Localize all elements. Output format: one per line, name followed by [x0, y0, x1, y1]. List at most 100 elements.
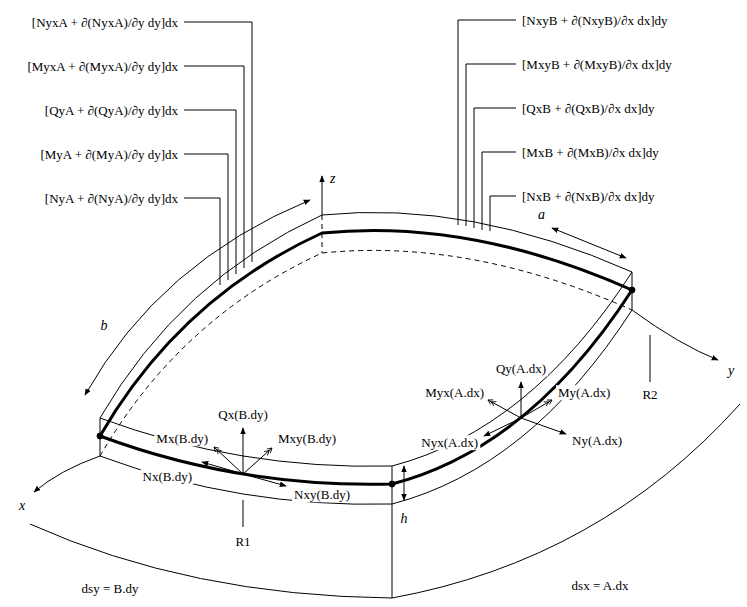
resultant-expression-text: [MyA + ∂(MyA)/∂y dy]dx: [38, 147, 180, 162]
moment-label: Mxy(B.dy): [276, 429, 338, 447]
arc-length-label: dsy = B.dy: [80, 579, 141, 597]
arc-length-label-text: dsy = B.dy: [80, 581, 141, 596]
resultant-expression: [QyA + ∂(QyA)/∂y dy]dx: [43, 101, 180, 119]
force-arrow: [484, 418, 521, 436]
arc-length-label-text: dsx = A.dx: [570, 578, 631, 593]
leader-line: [184, 66, 244, 268]
moment-label: Myx(A.dx): [423, 383, 486, 401]
axis-label-text: z: [328, 171, 337, 186]
force-label: Nyx(A.dx): [419, 433, 480, 451]
leader-line: [458, 20, 516, 225]
resultant-expression-text: [NxyB + ∂(NxyB)/∂x dx]dy: [520, 13, 669, 28]
y-axis: [632, 310, 718, 360]
radius-label-text: R1: [233, 534, 252, 549]
resultant-expression-text: [NyxA + ∂(NyxA)/∂y dy]dx: [30, 15, 180, 30]
force-label: Nxy(B.dy): [292, 485, 352, 503]
leader-line: [490, 196, 516, 231]
axis-label: x: [17, 496, 27, 514]
resultant-expression: [MxyB + ∂(MxyB)/∂x dx]dy: [520, 55, 674, 73]
moment-label: Mx(B.dy): [154, 429, 210, 447]
resultant-expression-text: [MxyB + ∂(MxyB)/∂x dx]dy: [520, 57, 674, 72]
axis-label-text: x: [17, 498, 27, 513]
dimension-label-text: h: [399, 511, 410, 526]
leader-line: [184, 22, 252, 262]
dimension-label: a: [536, 205, 547, 223]
arc-length-label: dsx = A.dx: [570, 576, 631, 594]
resultant-expression-text: [QxB + ∂(QxB)/∂x dx]dy: [520, 101, 656, 116]
leader-line: [474, 108, 516, 228]
force-label-text: Qx(B.dy): [216, 407, 269, 422]
resultant-expression: [NxB + ∂(NxB)/∂x dx]dy: [520, 187, 656, 205]
leader-line: [482, 152, 516, 230]
vertical-edge: [100, 272, 632, 504]
z-axis: [322, 176, 323, 215]
force-label-text: Qy(A.dx): [494, 361, 548, 376]
corner-dot: [389, 481, 395, 487]
force-arrow: [243, 428, 244, 474]
force-arrow: [521, 382, 522, 418]
corner-dot: [97, 433, 103, 439]
radius-line: [243, 500, 244, 527]
force-label: Qx(B.dy): [216, 405, 269, 423]
resultant-expression: [QxB + ∂(QxB)/∂x dx]dy: [520, 99, 656, 117]
leader-line: [184, 154, 228, 280]
dimension-label-text: b: [99, 318, 110, 333]
moment-label-text: Mx(B.dy): [154, 431, 210, 446]
resultant-expression-text: [MxB + ∂(MxB)/∂x dx]dy: [520, 145, 661, 160]
force-label-text: Nx(B.dy): [141, 469, 194, 484]
moment-arrow: [521, 400, 552, 418]
dimension-label: h: [399, 509, 410, 527]
resultant-expression-text: [MyxA + ∂(MyxA)/∂y dy]dx: [25, 59, 180, 74]
resultant-expression: [MyxA + ∂(MyxA)/∂y dy]dx: [25, 57, 180, 75]
resultant-expression: [NyA + ∂(NyA)/∂y dy]dx: [43, 189, 180, 207]
axis-label-text: y: [726, 363, 736, 378]
moment-label-text: Mxy(B.dy): [276, 431, 338, 446]
moment-label: My(A.dx): [556, 383, 612, 401]
middle-surface: [100, 230, 632, 436]
radius-label: R1: [233, 532, 252, 550]
dimension-label-text: a: [536, 207, 547, 222]
resultant-expression-text: [NxB + ∂(NxB)/∂x dx]dy: [520, 189, 656, 204]
dimension-a: [552, 228, 626, 258]
moment-label-text: My(A.dx): [556, 385, 612, 400]
axis-label: y: [726, 361, 736, 379]
radius-label-text: R2: [640, 387, 659, 402]
hidden-edge: [100, 250, 632, 456]
moment-arrow: [488, 400, 521, 418]
force-label: Ny(A.dx): [570, 431, 624, 449]
force-label-text: Nxy(B.dy): [292, 487, 352, 502]
radius-line: [650, 335, 651, 382]
coordinate-line: [392, 404, 740, 598]
dimension-label: b: [99, 316, 110, 334]
resultant-expression-text: [QyA + ∂(QyA)/∂y dy]dx: [43, 103, 180, 118]
moment-arrow: [214, 447, 243, 474]
dimension-b: [85, 200, 310, 395]
top-surface: [100, 212, 632, 466]
axis-label: z: [328, 169, 337, 187]
leader-line: [184, 198, 220, 285]
force-arrow: [243, 474, 286, 486]
resultant-expression: [NyxA + ∂(NyxA)/∂y dy]dx: [30, 13, 180, 31]
force-arrow: [521, 418, 566, 434]
coordinate-line: [392, 504, 393, 598]
resultant-expression: [MxB + ∂(MxB)/∂x dx]dy: [520, 143, 661, 161]
resultant-expression-text: [NyA + ∂(NyA)/∂y dy]dx: [43, 191, 180, 206]
coordinate-line: [30, 524, 392, 598]
resultant-expression: [MyA + ∂(MyA)/∂y dy]dx: [38, 145, 180, 163]
resultant-expression: [NxyB + ∂(NxyB)/∂x dx]dy: [520, 11, 669, 29]
force-label: Qy(A.dx): [494, 359, 548, 377]
dimension-h: [404, 466, 405, 500]
moment-arrow: [243, 448, 272, 474]
x-axis: [34, 456, 100, 492]
moment-label-text: Myx(A.dx): [423, 385, 486, 400]
bottom-edge: [100, 310, 632, 504]
force-label-text: Nyx(A.dx): [419, 435, 480, 450]
force-label: Nx(B.dy): [141, 467, 194, 485]
radius-label: R2: [640, 385, 659, 403]
force-label-text: Ny(A.dx): [570, 433, 624, 448]
corner-dot: [629, 287, 635, 293]
middle-surface: [100, 290, 632, 484]
